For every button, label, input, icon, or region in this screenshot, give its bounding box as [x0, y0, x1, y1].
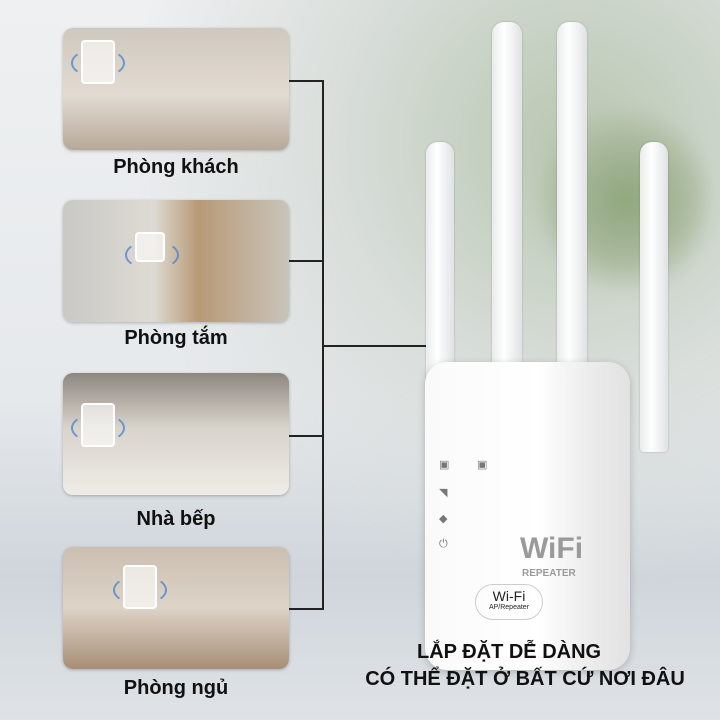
antenna [640, 142, 668, 452]
brand-logo: WiFi [520, 532, 584, 565]
wifi-icon: ◆ [439, 513, 448, 525]
brand-subtitle: REPEATER [522, 568, 576, 579]
wifi-repeater-device: ▣ ▣ ◥ ◆ ⏻ WiFi REPEATER Wi-Fi AP/Repeate… [425, 362, 630, 670]
room-label: Nhà bếp [136, 508, 216, 530]
caption-line-1: LẮP ĐẶT DỄ DÀNG [417, 641, 602, 663]
caption-line-2: CÓ THỂ ĐẶT Ở BẤT CỨ NƠI ĐÂU [365, 668, 685, 690]
antenna [557, 22, 587, 367]
connector-line [289, 260, 323, 262]
room-label: Phòng khách [113, 156, 239, 178]
antenna [426, 142, 454, 392]
bedroom-photo [63, 547, 289, 669]
computer-icon: ▣ [477, 459, 488, 471]
room-label: Phòng ngủ [123, 677, 229, 699]
wifi-signal-icon: ◥ [439, 487, 448, 499]
kitchen-photo [63, 373, 289, 495]
connector-line [289, 80, 323, 82]
living-room-photo [63, 28, 289, 150]
connector-line [322, 345, 430, 347]
badge-title: Wi-Fi [492, 588, 526, 604]
connector-line [289, 608, 323, 610]
antenna [492, 22, 522, 367]
bathroom-photo [63, 200, 289, 322]
wifi-badge: Wi-Fi AP/Repeater [475, 584, 543, 620]
badge-subtitle: AP/Repeater [488, 604, 530, 611]
connector-line [289, 435, 323, 437]
computer-icon: ▣ [439, 459, 450, 471]
room-label: Phòng tắm [124, 327, 228, 349]
power-icon: ⏻ [439, 538, 448, 550]
repeater-icon [81, 40, 115, 84]
